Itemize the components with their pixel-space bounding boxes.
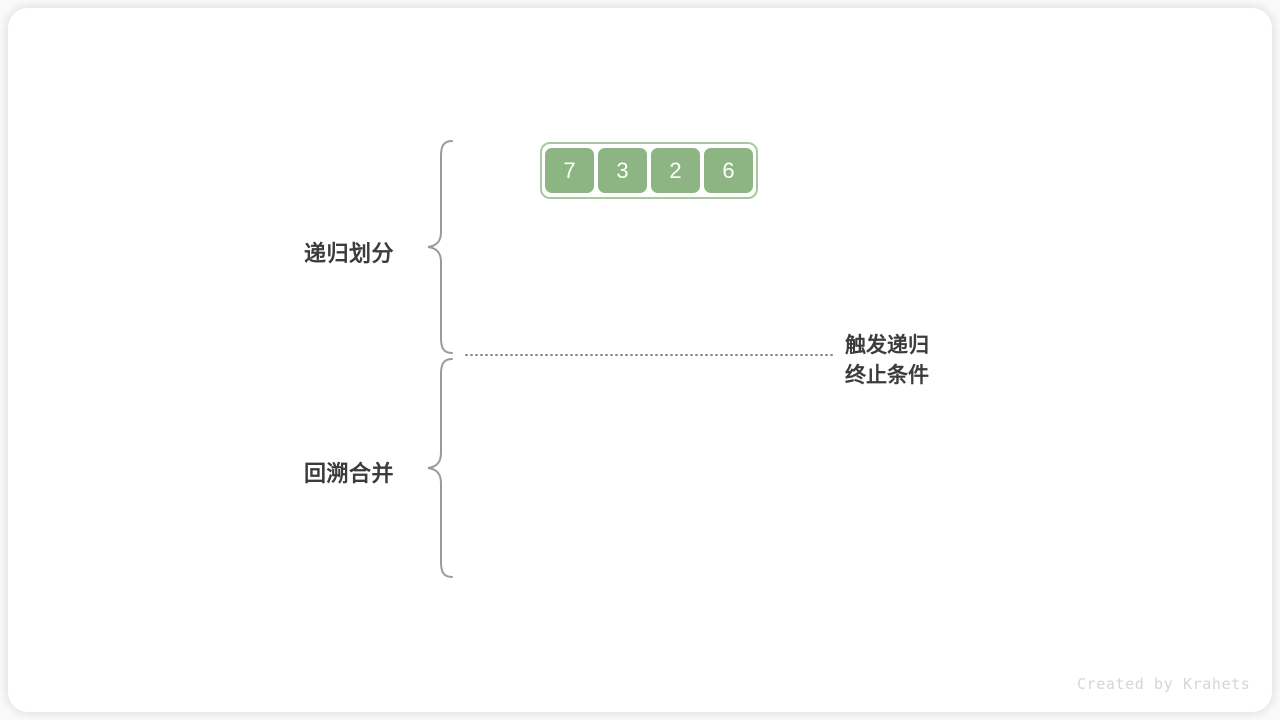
watermark-credit: Created by Krahets [1077, 675, 1251, 693]
array-cell: 7 [545, 148, 594, 193]
array-container: 7 3 2 6 [540, 142, 758, 199]
label-backtrack-merge: 回溯合并 [304, 461, 395, 486]
array-cell: 2 [651, 148, 700, 193]
note-recursion-terminate: 触发递归 终止条件 [845, 331, 929, 391]
note-line-2: 终止条件 [845, 364, 929, 387]
figure-card [8, 8, 1272, 712]
note-line-1: 触发递归 [845, 334, 929, 357]
brace-divide [427, 140, 453, 354]
brace-merge [427, 358, 453, 578]
label-recursive-divide: 递归划分 [304, 241, 395, 266]
array-cell: 3 [598, 148, 647, 193]
array-cell: 6 [704, 148, 753, 193]
